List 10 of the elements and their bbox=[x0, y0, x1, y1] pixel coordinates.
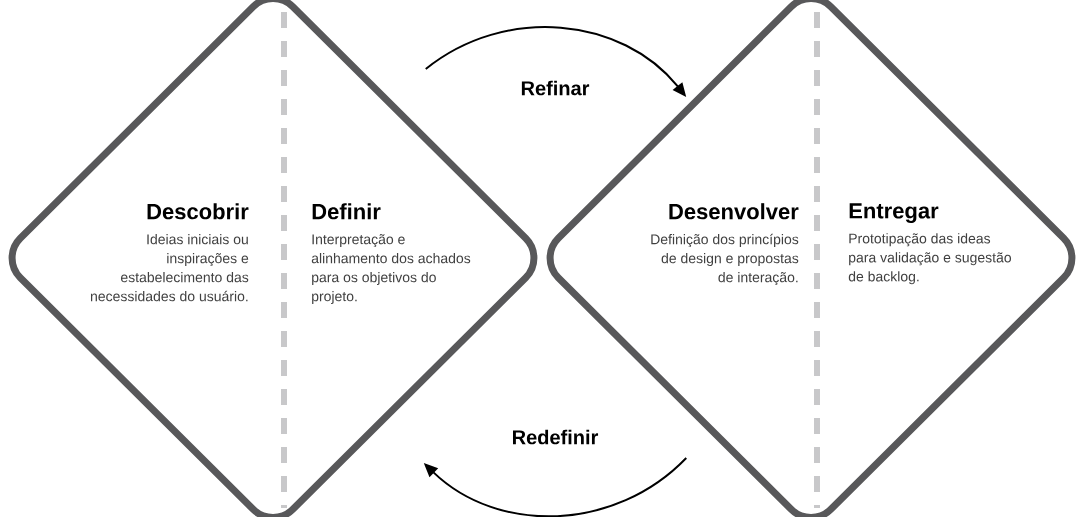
edge-label: Redefinir bbox=[509, 427, 601, 447]
phase-heading: Descobrir bbox=[147, 203, 249, 220]
phase-heading: Entregar bbox=[849, 203, 939, 223]
phase-heading: Definir bbox=[312, 203, 381, 220]
edge-label: Refinar bbox=[518, 78, 592, 98]
phase-description: Definição dos princípios de design e propostas de interação. bbox=[651, 233, 799, 286]
phase-description: Interpretação e alinhamento dos achados para os objetivos do projeto. bbox=[311, 234, 471, 305]
phase-description: Prototipação das ideas para validação e sugestão de backlog. bbox=[848, 233, 1012, 285]
phase-description: Ideias iniciais ou inspirações e estabelecimento das necessidades do usuário. bbox=[90, 234, 249, 302]
phase-heading: Desenvolver bbox=[669, 203, 799, 220]
